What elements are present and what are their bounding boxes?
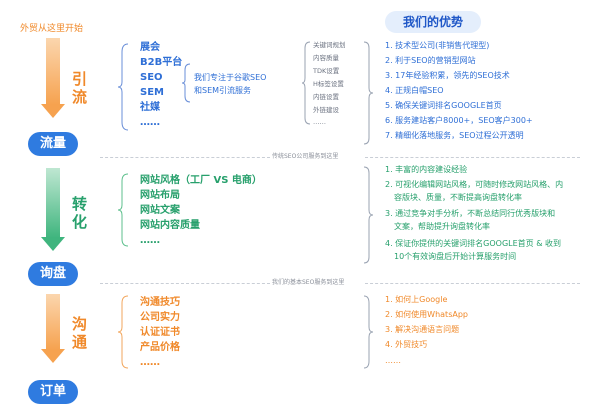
conversion-item: 网站内容质量 [140,220,200,231]
flow-arrow-traffic [41,104,65,118]
advantage-item: 7. 精细化落地服务，SEO过程公开透明 [385,131,524,140]
flow-arrow-conversion [41,237,65,251]
divider-line-1b [365,157,580,158]
advantage-item: 1. 技术型公司(非销售代理型) [385,41,490,50]
sub-item: 内容质量 [313,54,339,62]
stage-label-communication: 沟通 [72,315,88,351]
divider-label-2: 我们的基本SEO服务到这里 [272,279,345,286]
channel-item: SEM [140,87,164,98]
conversion-item: 网站布局 [140,190,180,201]
focus-line-1: 我们专注于谷歌SEO [194,73,267,82]
advantage-item: 5. 确保关键词排名GOOGLE首页 [385,101,502,110]
pill-traffic: 流量 [28,132,78,156]
communication-item: 公司实力 [140,312,180,323]
bracket-channels [118,43,129,131]
advantage-item: 3. 17年经验积累，领先的SEO技术 [385,71,510,80]
pill-communication: 订单 [28,380,78,404]
advantage-item: 6. 服务建站客户8000+，SEO客户300+ [385,116,533,125]
sub-item: 内链设置 [313,93,339,101]
advantages-title-box: 我们的优势 [385,11,481,33]
channel-item: SEO [140,72,163,83]
sub-item: 外链建设 [313,106,339,114]
conversion-item: 网站文案 [140,205,180,216]
focus-line-2: 和SEM引流服务 [194,86,252,95]
communication-item: 认证证书 [140,327,180,338]
divider-line-1 [100,157,270,158]
sub-item: 关键词规划 [313,41,346,49]
advantage-item: 3. 解决沟通语言问题 [385,325,460,334]
divider-label-1: 传统SEO公司服务到这里 [272,153,339,160]
advantage-item: 1. 丰富的内容建设经验 [385,165,468,174]
flow-bar-traffic [46,38,60,105]
start-label: 外贸从这里开始 [20,24,84,34]
bracket-advantages-2 [363,166,374,264]
bracket-communication [118,295,129,369]
advantage-item: 4. 保证你提供的关键词排名GOOGLE首页 & 收到 [385,239,562,248]
communication-item: 沟通技巧 [140,297,180,308]
divider-line-2 [100,283,270,284]
divider-line-2b [365,283,580,284]
bracket-advantages-1 [363,41,374,145]
sub-item: …… [313,118,326,126]
bracket-focus [182,63,191,103]
communication-item: 产品价格 [140,342,180,353]
advantage-item: …… [385,356,401,365]
bracket-sub-items [302,41,311,125]
advantage-item: 容版块、质量，不断提高询盘转化率 [394,193,522,202]
advantage-item: 2. 如何使用WhatsApp [385,310,468,319]
flow-arrow-communication [41,349,65,363]
stage-label-conversion: 转化 [72,195,88,231]
advantage-item: 1. 如何上Google [385,295,448,304]
advantage-item: 4. 正规白帽SEO [385,86,444,95]
conversion-item: 网站风格（工厂 VS 电商） [140,175,262,186]
pill-conversion: 询盘 [28,262,78,286]
channel-item: B2B平台 [140,57,183,68]
bracket-conversion [118,173,129,247]
bracket-advantages-3 [363,295,374,369]
advantage-item: 2. 利于SEO的营销型网站 [385,56,476,65]
conversion-item: …… [140,235,160,246]
channel-item: 社媒 [140,102,160,113]
advantage-item: 3. 通过竞争对手分析，不断总结同行优秀版块和 [385,209,556,218]
sub-item: H标签设置 [313,80,344,88]
channel-item: …… [140,117,160,128]
advantage-item: 2. 可视化编辑网站风格，可随时修改网站风格、内 [385,180,564,189]
flow-bar-communication [46,294,60,350]
stage-label-traffic: 引流 [72,70,88,106]
channel-item: 展会 [140,42,160,53]
advantage-item: 4. 外贸技巧 [385,340,428,349]
advantage-item: 文案，帮助提升询盘转化率 [394,222,490,231]
communication-item: …… [140,357,160,368]
advantage-item: 10个有效询盘后开始计算服务时间 [394,252,517,261]
flow-bar-conversion [46,168,60,238]
advantages-title: 我们的优势 [402,15,463,29]
sub-item: TDK设置 [313,67,340,75]
